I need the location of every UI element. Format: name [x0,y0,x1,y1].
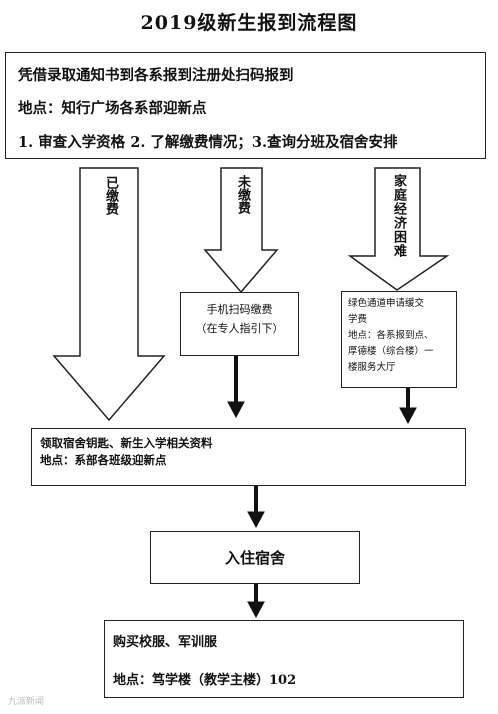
step-green-channel-box: 绿色通道申请缓交 学费 地点：各系报到点、 厚德楼（综合楼）一 楼服务大厅 [341,291,457,388]
green-channel-line5: 楼服务大厅 [348,362,396,373]
mobile-payment-note: （在专人指引下） [195,322,284,335]
step-register-box: 凭借录取通知书到各系报到注册处扫码报到 地点：知行广场各系部迎新点 1. 审查入… [5,52,486,159]
solid-arrow-dorm-to-uniform [247,584,265,619]
step-buy-uniform-box: 购买校服、军训服 地点：笃学楼（教学主楼）102 [104,620,464,698]
move-in-label: 入住宿舍 [224,549,285,567]
mobile-payment-label: 手机扫码缴费 [206,303,273,316]
solid-arrow-hardship-to-collect [399,388,417,425]
green-channel-line4: 厚德楼（综合楼）一 [348,346,434,357]
register-tasks: 1. 审查入学资格 2. 了解缴费情况；3.查询分班及宿舍安排 [18,134,398,151]
step-move-in-box: 入住宿舍 [150,531,360,584]
step-collect-keys-box: 领取宿舍钥匙、新生入学相关资料 地点：系部各班级迎新点 [31,428,466,486]
collect-keys-label: 领取宿舍钥匙、新生入学相关资料 [40,436,213,450]
solid-arrow-unpaid-to-collect [227,356,245,419]
branch-label-unpaid: 未缴费 [235,175,250,214]
hollow-arrow-paid [52,167,166,422]
solid-arrow-collect-to-dorm [247,486,265,529]
page-title: 2019级新生报到流程图 [140,12,358,34]
green-channel-line1: 绿色通道申请缓交 [348,298,425,309]
register-location: 地点：知行广场各系部迎新点 [18,100,207,117]
step-mobile-payment-box: 手机扫码缴费 （在专人指引下） [180,292,299,356]
buy-uniform-location: 地点：笃学楼（教学主楼）102 [113,673,297,688]
buy-uniform-label: 购买校服、军训服 [113,635,218,650]
watermark: 九派新闻 [8,697,45,707]
register-instruction: 凭借录取通知书到各系报到注册处扫码报到 [18,67,294,84]
green-channel-line2: 学费 [348,314,368,325]
collect-keys-location: 地点：系部各班级迎新点 [40,453,167,467]
hollow-arrow-hardship [347,167,450,291]
branch-label-paid: 已缴费 [103,176,118,215]
green-channel-line3: 地点：各系报到点、 [348,330,434,341]
hollow-arrow-unpaid [203,167,279,294]
branch-label-hardship: 家庭经济困难 [391,174,406,258]
